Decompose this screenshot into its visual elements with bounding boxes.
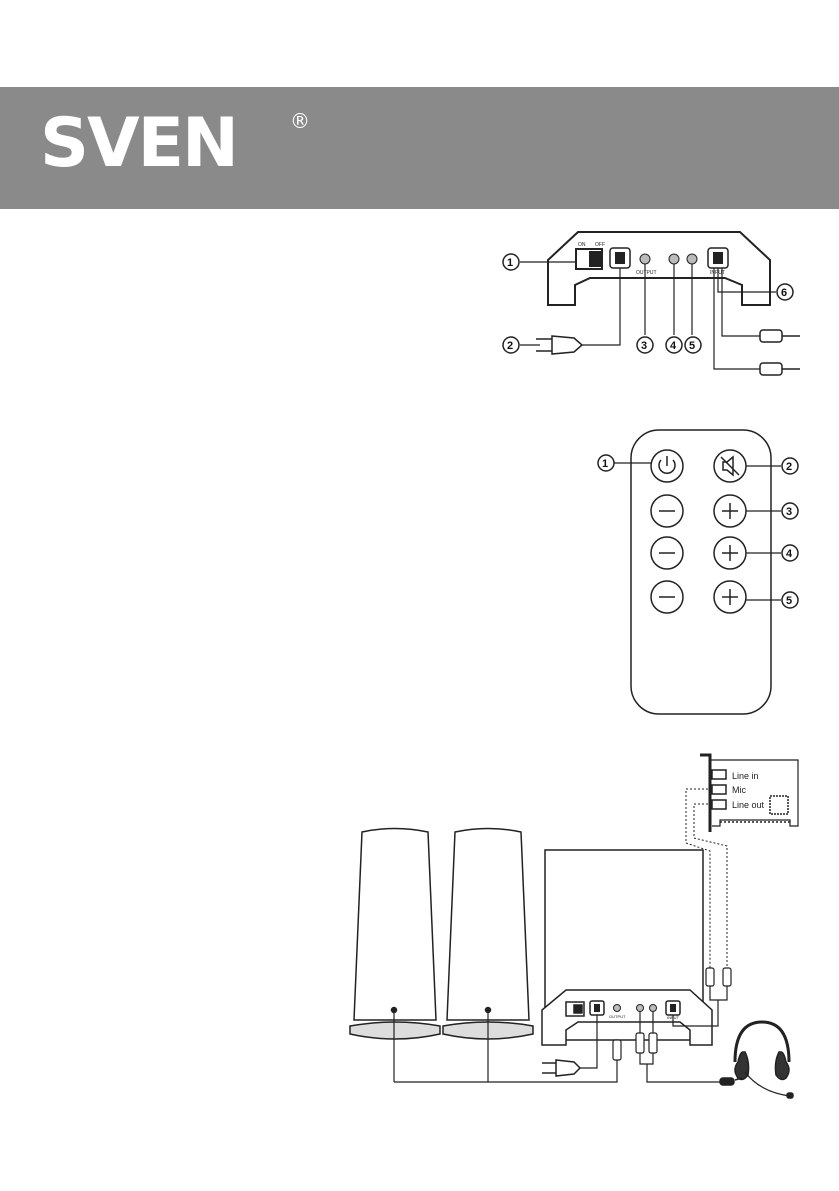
power-plug bbox=[536, 335, 584, 355]
brand-logo: SVEN ® bbox=[40, 108, 310, 178]
rear-callout-6: 6 bbox=[781, 287, 787, 299]
rear-panel-figure bbox=[547, 231, 771, 306]
remote-leaders bbox=[614, 462, 781, 601]
switch-off-label: OFF bbox=[595, 242, 605, 248]
aux-jack bbox=[668, 253, 680, 265]
input-rca-plugs bbox=[672, 967, 732, 1027]
sound-card-port-line-out: Line out bbox=[732, 800, 765, 810]
satellite-cables bbox=[393, 1010, 618, 1083]
rear-leaders bbox=[520, 261, 776, 370]
mute-button bbox=[713, 449, 747, 483]
subwoofer bbox=[541, 849, 713, 1046]
rear-callout-1: 1 bbox=[507, 257, 513, 269]
rear-callout-2: 2 bbox=[507, 340, 513, 352]
sub-power-cable bbox=[580, 1015, 598, 1069]
remote-callout-3: 3 bbox=[786, 506, 792, 518]
power-socket-core bbox=[615, 252, 625, 264]
power-switch-rocker bbox=[589, 251, 601, 267]
satellite-speaker-left bbox=[349, 827, 441, 1040]
input-plugs bbox=[759, 329, 800, 376]
input-socket bbox=[707, 247, 729, 269]
headset-figure bbox=[719, 1020, 794, 1099]
sound-card-port-mic: Mic bbox=[732, 785, 746, 795]
mute-icon bbox=[722, 455, 734, 477]
sub-power-plug bbox=[542, 1059, 582, 1077]
mute-icon-slash bbox=[720, 456, 740, 476]
input-socket-core bbox=[713, 252, 723, 264]
headphone-jack bbox=[686, 253, 698, 265]
remote-body bbox=[630, 429, 772, 715]
sound-card-chip bbox=[769, 795, 789, 815]
sub-output-label: OUTPUT bbox=[609, 1014, 626, 1019]
remote-figure bbox=[630, 429, 772, 715]
output-label: OUTPUT bbox=[636, 270, 657, 276]
minus-button-row2 bbox=[650, 536, 684, 570]
power-socket bbox=[609, 247, 631, 269]
sound-card bbox=[700, 753, 799, 832]
headphone-plugs bbox=[635, 1032, 658, 1054]
power-icon bbox=[658, 459, 676, 475]
remote-callout-4: 4 bbox=[786, 548, 793, 560]
output-plug bbox=[612, 1039, 622, 1061]
power-button bbox=[650, 449, 684, 483]
switch-on-label: ON bbox=[578, 242, 586, 248]
sound-card-port-line-in: Line in bbox=[732, 771, 759, 781]
panel-body bbox=[547, 231, 771, 306]
header-band bbox=[0, 87, 839, 209]
registered-mark: ® bbox=[290, 109, 310, 133]
plus-button-row3 bbox=[713, 580, 747, 614]
minus-button-row1 bbox=[650, 494, 684, 528]
remote-callouts bbox=[597, 454, 799, 609]
remote-callout-2: 2 bbox=[786, 461, 792, 473]
plus-button-row1 bbox=[713, 494, 747, 528]
rear-callout-4: 4 bbox=[670, 340, 677, 352]
satellite-speaker-right bbox=[442, 827, 534, 1040]
headphone-cables bbox=[639, 1012, 722, 1083]
remote-callout-1: 1 bbox=[602, 458, 608, 470]
logo-wordmark: SVEN bbox=[40, 108, 237, 178]
rear-callout-5: 5 bbox=[689, 340, 695, 352]
plus-button-row2 bbox=[713, 536, 747, 570]
sub-input-label: INPUT bbox=[667, 1015, 680, 1020]
output-jack bbox=[639, 253, 651, 265]
sound-card-cables bbox=[685, 788, 728, 968]
rear-callouts bbox=[502, 253, 794, 354]
power-switch bbox=[575, 248, 603, 270]
input-label: INPUT bbox=[710, 270, 725, 276]
minus-button-row3 bbox=[650, 580, 684, 614]
rear-callout-3: 3 bbox=[641, 340, 647, 352]
remote-callout-5: 5 bbox=[786, 595, 792, 607]
